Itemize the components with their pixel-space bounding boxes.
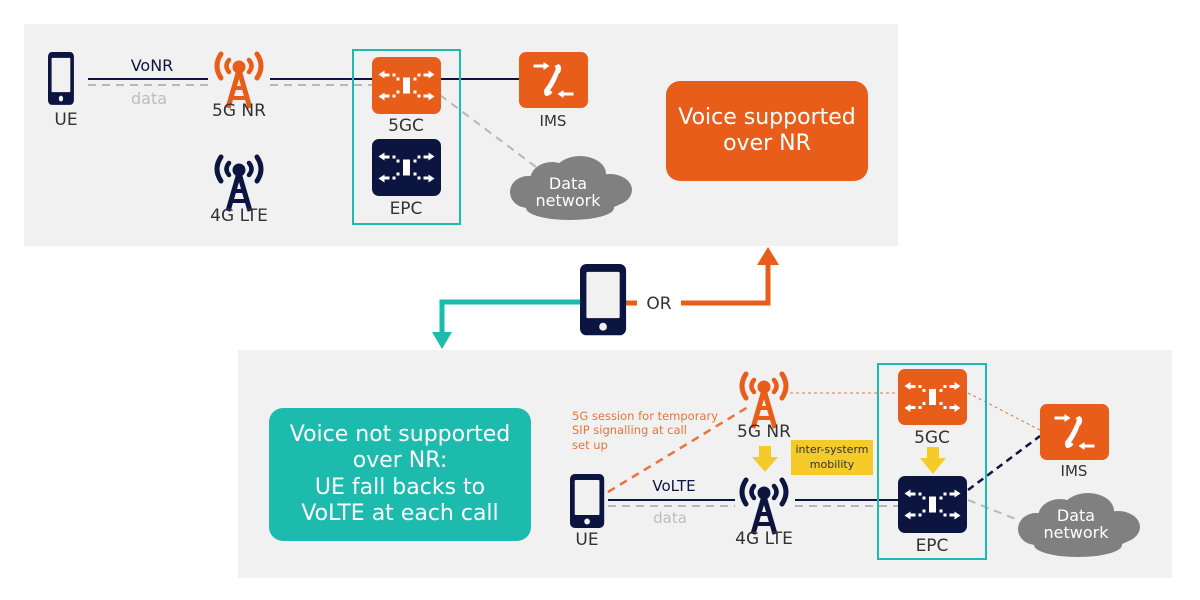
4g-lte-tower-icon — [217, 157, 261, 211]
data-network-line1: Data — [548, 174, 588, 193]
data-label: data — [653, 509, 687, 527]
epc-to-data-network-link — [967, 499, 1019, 521]
callout-line: over NR: — [352, 448, 448, 474]
callout-line: UE fall backs to — [314, 474, 486, 500]
volte-label: VoLTE — [652, 477, 696, 495]
data-link-core-dn — [439, 94, 541, 171]
data-label: data — [130, 89, 168, 108]
data-network-label: Data network — [535, 174, 601, 210]
sip-signalling-note: 5G session for temporary SIP signalling … — [572, 409, 718, 452]
voice-supported-callout: Voice supported over NR — [666, 81, 868, 181]
ue-decision-phone-icon — [580, 264, 627, 336]
callout-line: over NR — [723, 131, 811, 156]
callout-line: VoLTE at each call — [301, 500, 499, 526]
voice-not-supported-callout: Voice not supported over NR: UE fall bac… — [269, 408, 531, 541]
core-handover-arrow-icon — [927, 447, 939, 459]
data-network-line1: Data — [1056, 506, 1096, 525]
4g-lte-tower-icon — [742, 480, 786, 534]
fallback-path-arrow — [439, 299, 582, 336]
core-network-frame — [877, 363, 987, 560]
ims-label: IMS — [539, 112, 567, 130]
5g-nr-label: 5G NR — [212, 101, 266, 121]
ue-phone-icon — [570, 474, 605, 528]
badge-line: mobility — [809, 457, 855, 471]
note-line: 5G session for temporary — [572, 409, 719, 423]
epc-label: EPC — [389, 199, 423, 219]
5gc-to-ims-link — [967, 392, 1041, 431]
vonr-label: VoNR — [130, 56, 174, 75]
4g-lte-label: 4G LTE — [735, 529, 793, 549]
ue-label: UE — [575, 530, 599, 550]
epc-to-ims-link — [967, 435, 1041, 491]
epc-label: EPC — [915, 536, 949, 556]
or-label: OR — [646, 294, 672, 314]
5gc-label: 5GC — [388, 116, 424, 136]
data-network-line2: network — [535, 190, 601, 210]
note-line: set up — [572, 437, 608, 452]
badge-line: inter-systerm — [795, 443, 869, 457]
5g-nr-label: 5G NR — [737, 422, 791, 442]
core-handover-arrowhead — [920, 458, 946, 474]
handover-arrow-icon — [759, 446, 771, 458]
inter-system-mobility-badge: inter-systerm mobility — [791, 440, 873, 475]
ims-label: IMS — [1060, 462, 1088, 480]
data-network-line2: network — [1043, 522, 1109, 542]
callout-line: Voice not supported — [289, 421, 511, 447]
5g-nr-tower-icon — [217, 54, 261, 108]
note-line: SIP signalling at call — [572, 423, 687, 438]
orange-arrowhead-icon — [757, 247, 779, 265]
5g-nr-tower-icon — [742, 374, 786, 428]
core-network-frame — [352, 49, 461, 225]
teal-arrowhead-icon — [432, 332, 452, 349]
ue-label: UE — [54, 110, 78, 130]
handover-arrowhead — [752, 457, 778, 472]
5gc-label: 5GC — [914, 428, 950, 448]
data-network-label: Data network — [1043, 506, 1109, 542]
callout-line: Voice supported — [678, 104, 856, 130]
vonr-path-arrow — [681, 262, 771, 306]
ue-phone-icon — [48, 52, 74, 105]
4g-lte-label: 4G LTE — [210, 206, 268, 226]
